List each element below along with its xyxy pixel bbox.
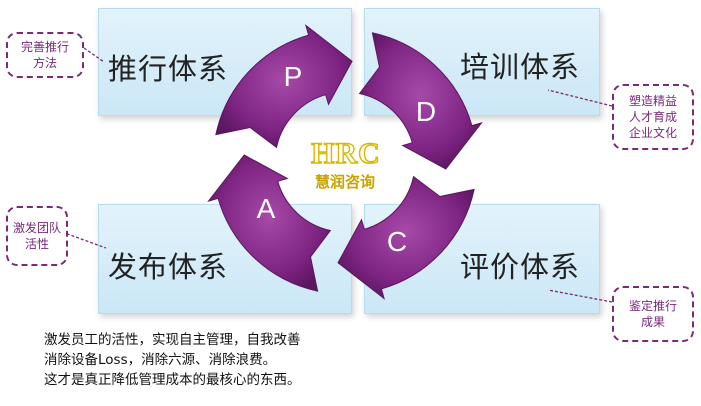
connector-bottom-right — [547, 289, 613, 303]
arrow-act — [207, 154, 332, 292]
callout-evaluate-results-line2: 成果 — [640, 315, 665, 329]
callout-team-vitality-line2: 活性 — [24, 237, 49, 251]
callout-lean-culture-line1: 塑造精益 — [628, 94, 677, 108]
callout-lean-culture-line3: 企业文化 — [628, 126, 677, 140]
callout-lean-culture: 塑造精益 人才育成 企业文化 — [612, 84, 694, 150]
label-promotion-system: 推行体系 — [108, 52, 229, 86]
connector-top-right — [547, 89, 613, 107]
cycle-letter-a: A — [257, 193, 276, 224]
callout-lean-culture-line2: 人才育成 — [628, 110, 677, 124]
callout-improve-method: 完善推行 方法 — [6, 32, 84, 78]
arrow-do — [358, 32, 483, 170]
footer-line-2: 消除设备Loss，消除六源、消除浪费。 — [44, 352, 277, 368]
callout-team-vitality: 激发团队 活性 — [6, 206, 68, 266]
connector-bottom-left — [61, 231, 107, 249]
callout-improve-method-line2: 方法 — [32, 56, 57, 70]
label-evaluation-system: 评价体系 — [460, 250, 581, 284]
footer-line-1: 激发员工的活性，实现自主管理，自我改善 — [44, 332, 301, 348]
cycle-letter-p: P — [284, 61, 303, 92]
label-release-system: 发布体系 — [108, 250, 229, 284]
footer-line-3: 这才是真正降低管理成本的最核心的东西。 — [44, 372, 301, 388]
callout-improve-method-line1: 完善推行 — [20, 40, 69, 54]
connector-top-left — [83, 47, 105, 63]
callout-evaluate-results: 鉴定推行 成果 — [612, 286, 694, 342]
callout-evaluate-results-line1: 鉴定推行 — [628, 299, 677, 313]
cycle-letter-d: D — [416, 96, 436, 127]
arrow-plan — [215, 24, 353, 149]
footer-text: 激发员工的活性，实现自主管理，自我改善 消除设备Loss，消除六源、消除浪费。 … — [44, 330, 301, 390]
brand-logo: HRC 慧润咨询 — [310, 136, 381, 191]
cycle-letter-c: C — [387, 226, 407, 257]
pdca-ring — [207, 24, 483, 300]
callout-team-vitality-line1: 激发团队 — [12, 221, 61, 235]
arrow-check — [337, 175, 475, 300]
brand-name: 慧润咨询 — [315, 173, 375, 191]
label-training-system: 培训体系 — [460, 50, 581, 84]
brand-logo-text: HRC — [311, 137, 381, 170]
